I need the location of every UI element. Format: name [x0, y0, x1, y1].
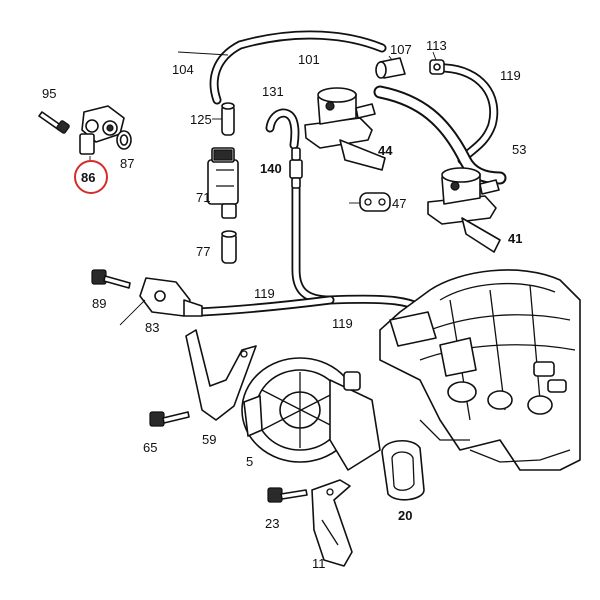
highlight-circle-86 — [74, 160, 108, 194]
label-23: 23 — [265, 516, 279, 531]
label-131: 131 — [262, 84, 284, 99]
label-119-mid: 119 — [254, 286, 275, 301]
label-86: 86 — [81, 170, 95, 185]
label-83: 83 — [145, 320, 159, 335]
hose-101 — [209, 30, 387, 105]
label-59: 59 — [202, 432, 216, 447]
gasket-47 — [359, 192, 391, 212]
label-71: 71 — [196, 190, 210, 205]
hose-119-mid — [195, 295, 335, 317]
label-77: 77 — [196, 244, 210, 259]
label-140: 140 — [260, 161, 282, 176]
oring-87 — [116, 130, 132, 150]
label-65: 65 — [143, 440, 157, 455]
fitting-140 — [289, 147, 303, 189]
air-pump-5 — [241, 357, 381, 471]
screw-65 — [149, 411, 190, 427]
label-41: 41 — [508, 231, 522, 246]
label-125: 125 — [190, 112, 212, 127]
intake-manifold — [379, 269, 581, 471]
clamp-83 — [139, 277, 203, 317]
bracket-11 — [311, 479, 353, 567]
connector-107 — [375, 57, 406, 79]
valve-44 — [304, 87, 386, 171]
label-53: 53 — [512, 142, 526, 157]
hose-131 — [265, 108, 300, 150]
label-47: 47 — [392, 196, 406, 211]
label-119-top: 119 — [500, 68, 521, 83]
label-87: 87 — [120, 156, 134, 171]
screw-23 — [267, 487, 308, 503]
hose-119-top — [440, 63, 499, 165]
label-101: 101 — [298, 52, 320, 67]
label-89: 89 — [92, 296, 106, 311]
gasket-20 — [381, 440, 425, 501]
bracket-59 — [185, 329, 257, 421]
screw-95 — [38, 111, 70, 134]
screw-89 — [91, 269, 131, 289]
label-107: 107 — [390, 42, 412, 57]
label-119-right: 119 — [332, 316, 353, 331]
sensor-86 — [79, 105, 125, 155]
label-113: 113 — [426, 38, 447, 53]
label-95: 95 — [42, 86, 56, 101]
valve-41 — [427, 167, 501, 253]
cap-77 — [221, 230, 237, 264]
label-20: 20 — [398, 508, 412, 523]
solenoid-71 — [207, 147, 239, 219]
fitting-113 — [429, 59, 445, 75]
label-104: 104 — [172, 62, 194, 77]
label-5: 5 — [246, 454, 253, 469]
label-44: 44 — [378, 143, 393, 158]
hose-125 — [221, 102, 235, 136]
leader-lines — [89, 51, 437, 326]
pipe-53 — [373, 85, 507, 185]
label-11: 11 — [312, 556, 326, 571]
